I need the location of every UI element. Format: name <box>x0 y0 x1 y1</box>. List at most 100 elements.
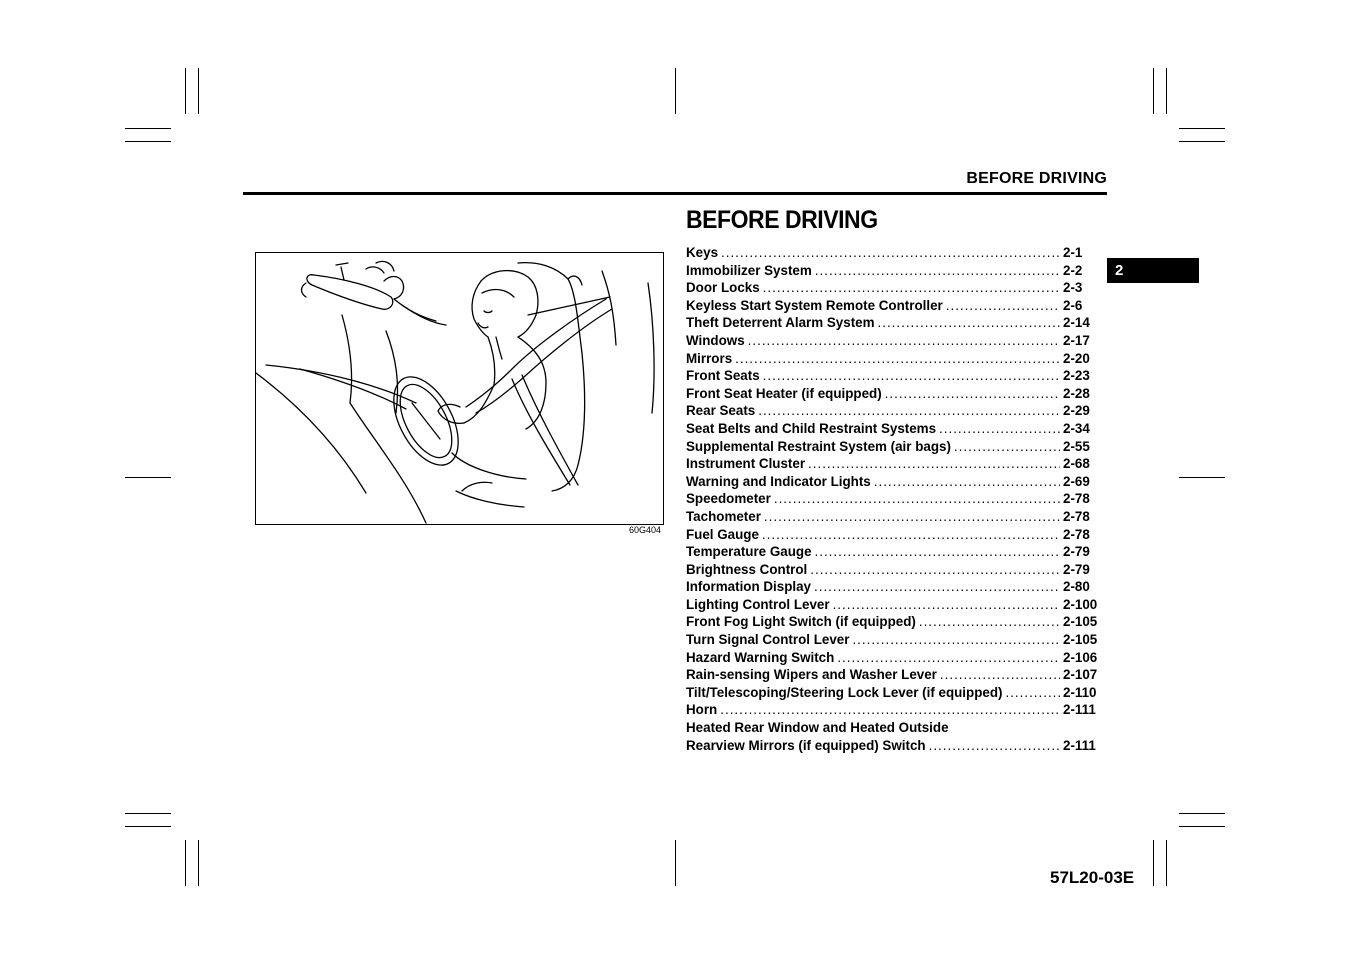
toc-item[interactable]: Door Locks2-3 <box>686 279 1101 297</box>
toc-item-page: 2-23 <box>1063 368 1090 384</box>
toc-item-page: 2-3 <box>1063 280 1083 296</box>
toc-item[interactable]: Keyless Start System Remote Controller 2-… <box>686 297 1101 315</box>
toc-item[interactable]: Horn2-111 <box>686 701 1101 719</box>
toc-item-page: 2-111 <box>1063 737 1096 753</box>
toc-item-last-line2[interactable]: Rearview Mirrors (if equipped) Switch 2-1… <box>686 737 1101 755</box>
toc-item-page: 2-105 <box>1063 614 1098 630</box>
toc-item-page: 2-14 <box>1063 315 1090 331</box>
toc-item-title: Brightness Control <box>686 561 808 577</box>
toc-leader <box>808 455 1060 473</box>
toc-item-title: Rain-sensing Wipers and Washer Lever <box>686 667 937 683</box>
toc-item-page: 2-17 <box>1063 332 1090 348</box>
toc-item-page: 2-68 <box>1063 456 1090 472</box>
toc-item-title: Speedometer <box>686 491 771 507</box>
toc-leader <box>721 244 1060 262</box>
toc-leader <box>748 332 1060 350</box>
toc-item[interactable]: Fuel Gauge2-78 <box>686 526 1101 544</box>
toc-item[interactable]: Information Display 2-80 <box>686 578 1101 596</box>
toc-item-page: 2-55 <box>1063 438 1090 454</box>
toc-item-page: 2-69 <box>1063 473 1090 489</box>
toc-item-page: 2-34 <box>1063 420 1090 436</box>
toc-leader <box>774 490 1060 508</box>
section-title: BEFORE DRIVING <box>686 206 878 234</box>
toc-item[interactable]: Lighting Control Lever2-100 <box>686 596 1101 614</box>
toc-leader <box>837 649 1060 667</box>
toc-item-page: 2-78 <box>1063 508 1090 524</box>
toc-item-title: Warning and Indicator Lights <box>686 473 871 489</box>
toc-leader <box>763 367 1060 385</box>
toc-item-page: 2-29 <box>1063 403 1090 419</box>
toc-leader <box>929 737 1060 755</box>
toc-leader <box>764 508 1060 526</box>
toc-leader <box>833 596 1060 614</box>
toc-item[interactable]: Warning and Indicator Lights 2-69 <box>686 473 1101 491</box>
toc-leader <box>762 526 1060 544</box>
toc-item[interactable]: Instrument Cluster 2-68 <box>686 455 1101 473</box>
document-code: 57L20-03E <box>1050 868 1135 887</box>
toc-item[interactable]: Rear Seats 2-29 <box>686 402 1101 420</box>
toc-item-page: 2-110 <box>1063 684 1097 700</box>
header-rule <box>243 192 1107 195</box>
toc-item[interactable]: Supplemental Restraint System (air bags)… <box>686 438 1101 456</box>
toc-item[interactable]: Temperature Gauge2-79 <box>686 543 1101 561</box>
toc-item[interactable]: Front Fog Light Switch (if equipped) 2-10… <box>686 613 1101 631</box>
toc-item-page: 2-6 <box>1063 297 1083 313</box>
toc-item-title: Instrument Cluster <box>686 456 806 472</box>
toc-list: Keys 2-1 Immobilizer System2-2 Door Locks… <box>686 244 1101 754</box>
toc-leader <box>878 314 1060 332</box>
toc-item-title: Tachometer <box>686 508 761 524</box>
toc-item-title: Theft Deterrent Alarm System <box>686 315 875 331</box>
toc-item-page: 2-20 <box>1063 350 1090 366</box>
toc-item[interactable]: Windows2-17 <box>686 332 1101 350</box>
toc-item-title: Rear Seats <box>686 403 756 419</box>
toc-item-page: 2-107 <box>1063 667 1098 683</box>
toc-item[interactable]: Front Seats 2-23 <box>686 367 1101 385</box>
toc-item-title: Keyless Start System Remote Controller <box>686 297 943 313</box>
toc-item[interactable]: Hazard Warning Switch2-106 <box>686 649 1101 667</box>
toc-item-title: Supplemental Restraint System (air bags) <box>686 438 951 454</box>
toc-item[interactable]: Brightness Control2-79 <box>686 561 1101 579</box>
toc-leader <box>940 666 1060 684</box>
toc-leader <box>815 543 1060 561</box>
toc-item[interactable]: Turn Signal Control Lever 2-105 <box>686 631 1101 649</box>
toc-item-title: Hazard Warning Switch <box>686 649 835 665</box>
toc-item-title: Keys <box>686 245 719 260</box>
toc-item-title: Front Fog Light Switch (if equipped) <box>686 614 916 630</box>
toc-item-page: 2-28 <box>1063 385 1090 401</box>
toc-item-page: 2-105 <box>1063 632 1098 648</box>
toc-item[interactable]: Mirrors2-20 <box>686 350 1101 368</box>
toc-item-title: Rearview Mirrors (if equipped) Switch <box>686 737 926 753</box>
toc-item-title: Turn Signal Control Lever <box>686 632 850 648</box>
toc-item[interactable]: Seat Belts and Child Restraint Systems 2-… <box>686 420 1101 438</box>
toc-item-page: 2-78 <box>1063 491 1090 507</box>
figure-frame <box>255 252 664 525</box>
toc-item-page: 2-1 <box>1063 245 1083 260</box>
toc-item[interactable]: Speedometer 2-78 <box>686 490 1101 508</box>
toc-item-title: Information Display <box>686 579 811 595</box>
toc-leader <box>946 297 1060 315</box>
toc-item[interactable]: Keys 2-1 <box>686 244 1101 262</box>
toc-leader <box>758 402 1060 420</box>
toc-item-title: Front Seats <box>686 368 760 384</box>
toc-item[interactable]: Tilt/Telescoping/Steering Lock Lever (if… <box>686 684 1101 702</box>
toc-item-title: Temperature Gauge <box>686 544 812 560</box>
toc-item-title: Tilt/Telescoping/Steering Lock Lever (if… <box>686 684 1003 700</box>
toc-item-title: Lighting Control Lever <box>686 596 830 612</box>
toc-leader <box>763 279 1060 297</box>
toc-item[interactable]: Front Seat Heater (if equipped)2-28 <box>686 385 1101 403</box>
toc-item[interactable]: Immobilizer System2-2 <box>686 262 1101 280</box>
toc-item-last-line1[interactable]: Heated Rear Window and Heated Outside <box>686 719 1101 737</box>
toc-leader <box>954 438 1060 456</box>
toc-item[interactable]: Rain-sensing Wipers and Washer Lever 2-10… <box>686 666 1101 684</box>
toc-leader <box>814 578 1060 596</box>
toc-item-page: 2-80 <box>1063 579 1090 595</box>
toc-leader <box>874 473 1060 491</box>
toc-leader <box>735 350 1060 368</box>
toc-leader <box>720 701 1060 719</box>
running-header: BEFORE DRIVING <box>966 170 1107 187</box>
toc-leader <box>852 631 1060 649</box>
toc-item-title: Seat Belts and Child Restraint Systems <box>686 420 937 436</box>
toc-item[interactable]: Theft Deterrent Alarm System 2-14 <box>686 314 1101 332</box>
toc-item[interactable]: Tachometer 2-78 <box>686 508 1101 526</box>
toc-leader <box>939 420 1060 438</box>
